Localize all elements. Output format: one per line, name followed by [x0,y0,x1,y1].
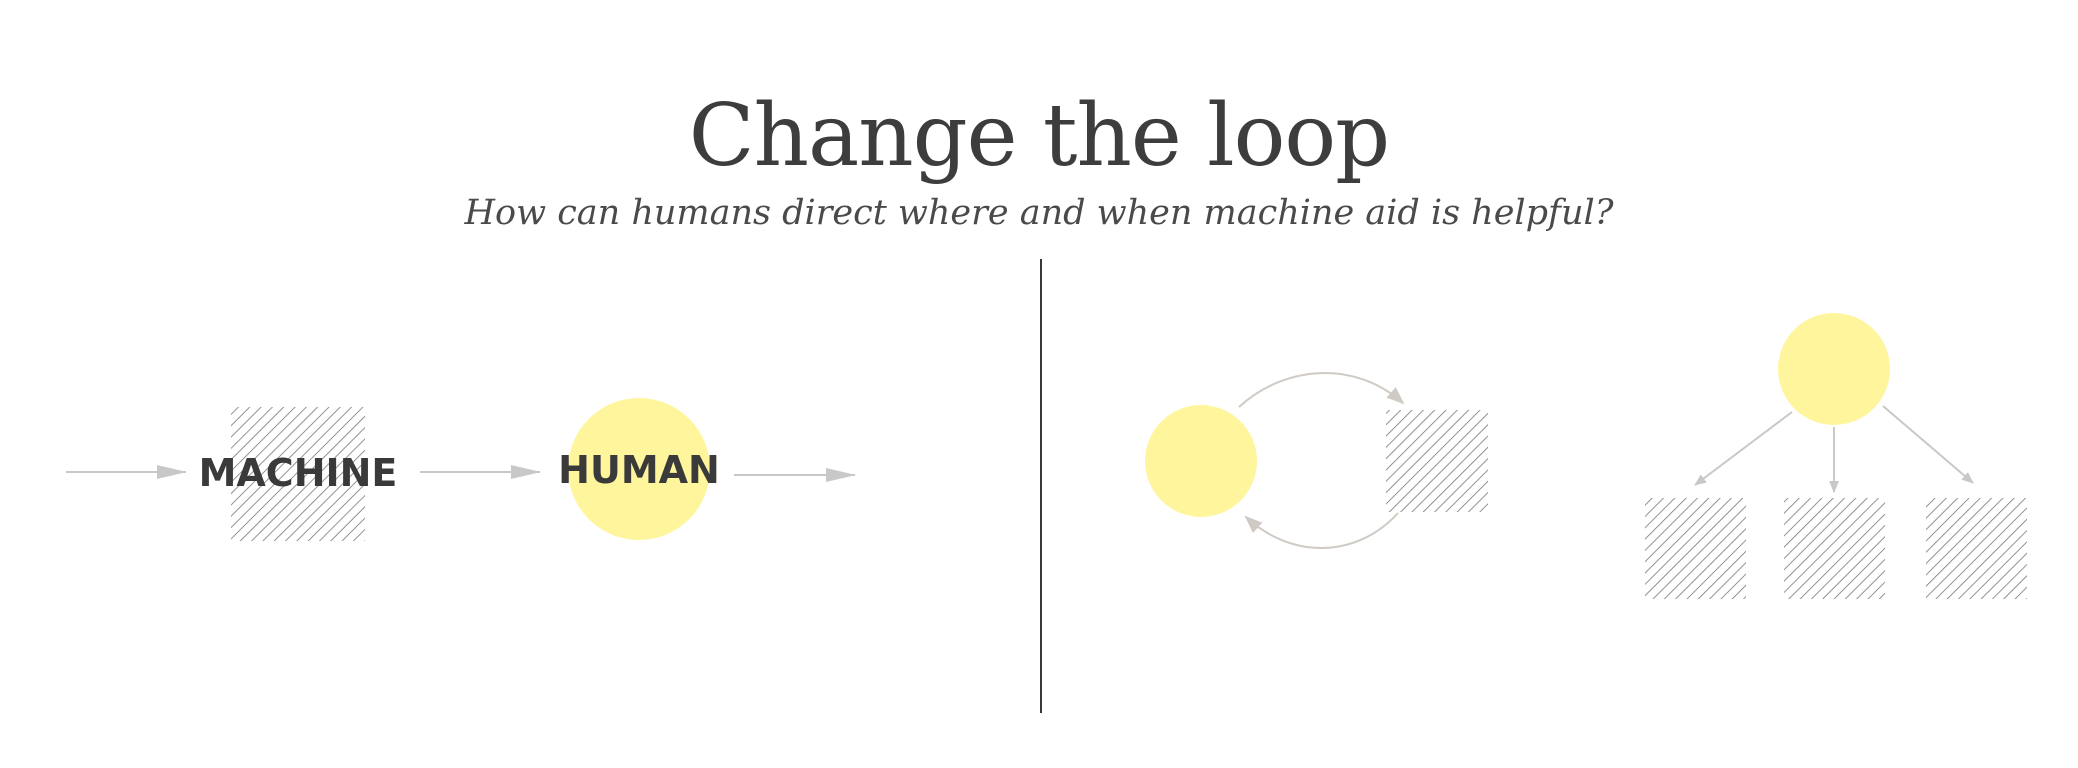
human-circle [568,398,710,540]
human-directs-machines [1645,313,2027,599]
loop-arrow-bottom [1244,512,1399,549]
loop-machine-box [1386,410,1488,512]
loop-human-circle [1145,405,1257,517]
director-human-circle [1778,313,1890,425]
machine-box-right [1926,498,2027,599]
page-title: Change the loop [688,86,1390,186]
linear-pipeline: MACHINE HUMAN [66,398,856,541]
machine-box-left [1645,498,1746,599]
page-subtitle: How can humans direct where and when mac… [464,193,1614,233]
machine-box-center [1784,498,1885,599]
branch-arrow-left [1694,411,1793,486]
machine-label: MACHINE [199,451,398,495]
loop-arrow-top [1238,372,1405,408]
machine-box [231,407,365,541]
human-label: HUMAN [558,448,720,492]
feedback-loop [1145,372,1488,549]
branch-arrow-right [1882,405,1974,484]
